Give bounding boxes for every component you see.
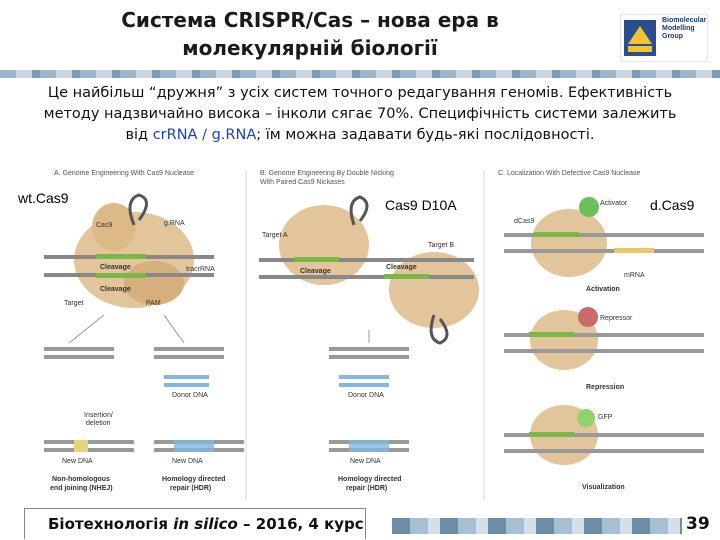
label-wt-cas9: wt.Cas9 [18, 190, 69, 206]
slide-title: Система CRISPR/Cas – нова ера в молекуля… [40, 6, 580, 62]
svg-text:Cleavage: Cleavage [386, 264, 417, 271]
svg-text:deletion: deletion [86, 420, 111, 427]
crrna-term: crRNA [153, 127, 198, 143]
svg-text:New DNA: New DNA [172, 458, 203, 465]
svg-text:tracrRNA: tracrRNA [186, 266, 215, 273]
svg-text:Target A: Target A [262, 232, 288, 239]
svg-text:Target B: Target B [428, 242, 454, 249]
svg-text:mRNA: mRNA [624, 272, 645, 279]
logo-text: Biomolecular Modelling Group [662, 17, 706, 41]
svg-text:Activator: Activator [600, 200, 628, 207]
page-number: 39 [686, 514, 710, 534]
svg-text:Non-homologous: Non-homologous [52, 476, 110, 483]
title-line-1: Система CRISPR/Cas – нова ера в [40, 6, 580, 34]
svg-text:Donor DNA: Donor DNA [348, 392, 384, 399]
svg-text:Visualization: Visualization [582, 484, 625, 491]
svg-text:PAM: PAM [146, 300, 161, 307]
svg-text:end joining (NHEJ): end joining (NHEJ) [50, 485, 113, 492]
panel-b-heading-2: With Paired Cas9 Nickases [260, 179, 345, 186]
panel-a-heading: A. Genome Engineering With Cas9 Nuclease [54, 170, 194, 177]
panel-b: Target A Target B Cleavage Cleavage Dono… [259, 197, 479, 492]
panel-c: dCas9 Activator mRNA Activation Represso… [504, 197, 704, 491]
svg-text:Repressor: Repressor [600, 315, 633, 322]
panel-c-heading: C. Localization With Defective Cas9 Nucl… [498, 170, 641, 177]
svg-text:Insertion/: Insertion/ [84, 412, 113, 419]
intro-paragraph: Це найбільш “дружня” з усіх систем точно… [12, 83, 708, 146]
svg-text:Donor DNA: Donor DNA [172, 392, 208, 399]
svg-text:Repression: Repression [586, 384, 624, 391]
svg-text:g.RNA: g.RNA [164, 220, 185, 227]
footer-course-label: Біотехнологія in silico – 2016, 4 курс [48, 515, 364, 533]
grna-term: g.RNA [212, 127, 257, 143]
svg-text:Target: Target [64, 300, 84, 307]
svg-text:Activation: Activation [586, 286, 620, 293]
label-cas9-d10a: Cas9 D10A [385, 197, 457, 213]
svg-text:Homology directed: Homology directed [338, 476, 401, 483]
svg-text:GFP: GFP [598, 414, 613, 421]
panel-b-heading-1: B. Genome Engineering By Double Nicking [260, 170, 394, 177]
svg-text:Cas9: Cas9 [96, 222, 112, 229]
svg-text:repair (HDR): repair (HDR) [170, 485, 211, 492]
svg-text:New DNA: New DNA [350, 458, 381, 465]
svg-text:New DNA: New DNA [62, 458, 93, 465]
panel-a: Cas9 g.RNA Cleavage Cleavage tracrRNA Ta… [44, 195, 244, 492]
title-line-2: молекулярній біології [40, 34, 580, 62]
svg-text:repair (HDR): repair (HDR) [346, 485, 387, 492]
footer-decorative-bar [392, 518, 682, 534]
svg-text:Homology directed: Homology directed [162, 476, 225, 483]
svg-text:Cleavage: Cleavage [100, 286, 131, 293]
crispr-figure: A. Genome Engineering With Cas9 Nuclease… [14, 165, 712, 505]
svg-text:Cleavage: Cleavage [300, 268, 331, 275]
label-d-cas9: d.Cas9 [650, 197, 694, 213]
svg-text:Cleavage: Cleavage [100, 264, 131, 271]
svg-text:dCas9: dCas9 [514, 218, 534, 225]
header-decorative-bar [0, 70, 720, 78]
